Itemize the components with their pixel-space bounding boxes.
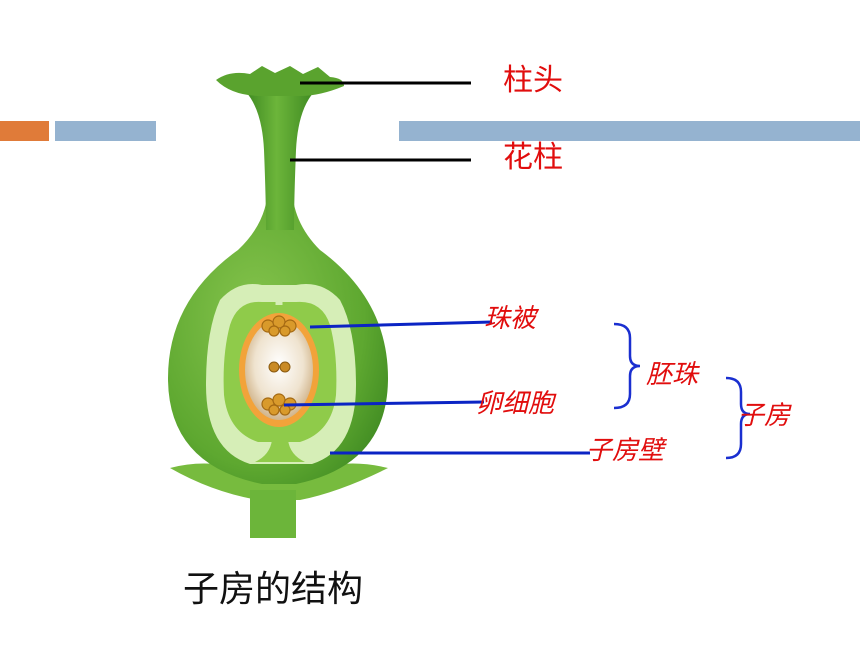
synergid-cluster-top <box>261 315 297 337</box>
ovule-label: 胚珠 <box>646 360 699 390</box>
ovary-wall-label: 子房壁 <box>586 436 665 466</box>
style-label: 花柱 <box>503 140 563 175</box>
ovary-label: 子房 <box>738 401 791 431</box>
egg-cell-label: 卵细胞 <box>476 389 555 419</box>
accent-bar-blue-right <box>399 121 860 141</box>
ovary-bracket <box>725 376 751 460</box>
embryo-sac <box>245 320 313 420</box>
accent-bar-orange <box>0 121 49 141</box>
flower-stalk <box>250 490 296 538</box>
stigma-label: 柱头 <box>503 63 563 98</box>
egg-cell-cluster <box>261 393 297 416</box>
stigma-top <box>216 66 344 96</box>
accent-bar-blue-left <box>55 121 156 141</box>
polar-nuclei <box>268 361 291 373</box>
funiculus <box>255 440 305 462</box>
integument-pointer <box>309 320 493 329</box>
ovule-bracket <box>613 322 641 410</box>
diagram-caption: 子房的结构 <box>183 569 364 610</box>
integument-label: 珠被 <box>484 304 537 334</box>
style-stem <box>246 92 314 230</box>
egg-cell-pointer <box>283 400 485 407</box>
